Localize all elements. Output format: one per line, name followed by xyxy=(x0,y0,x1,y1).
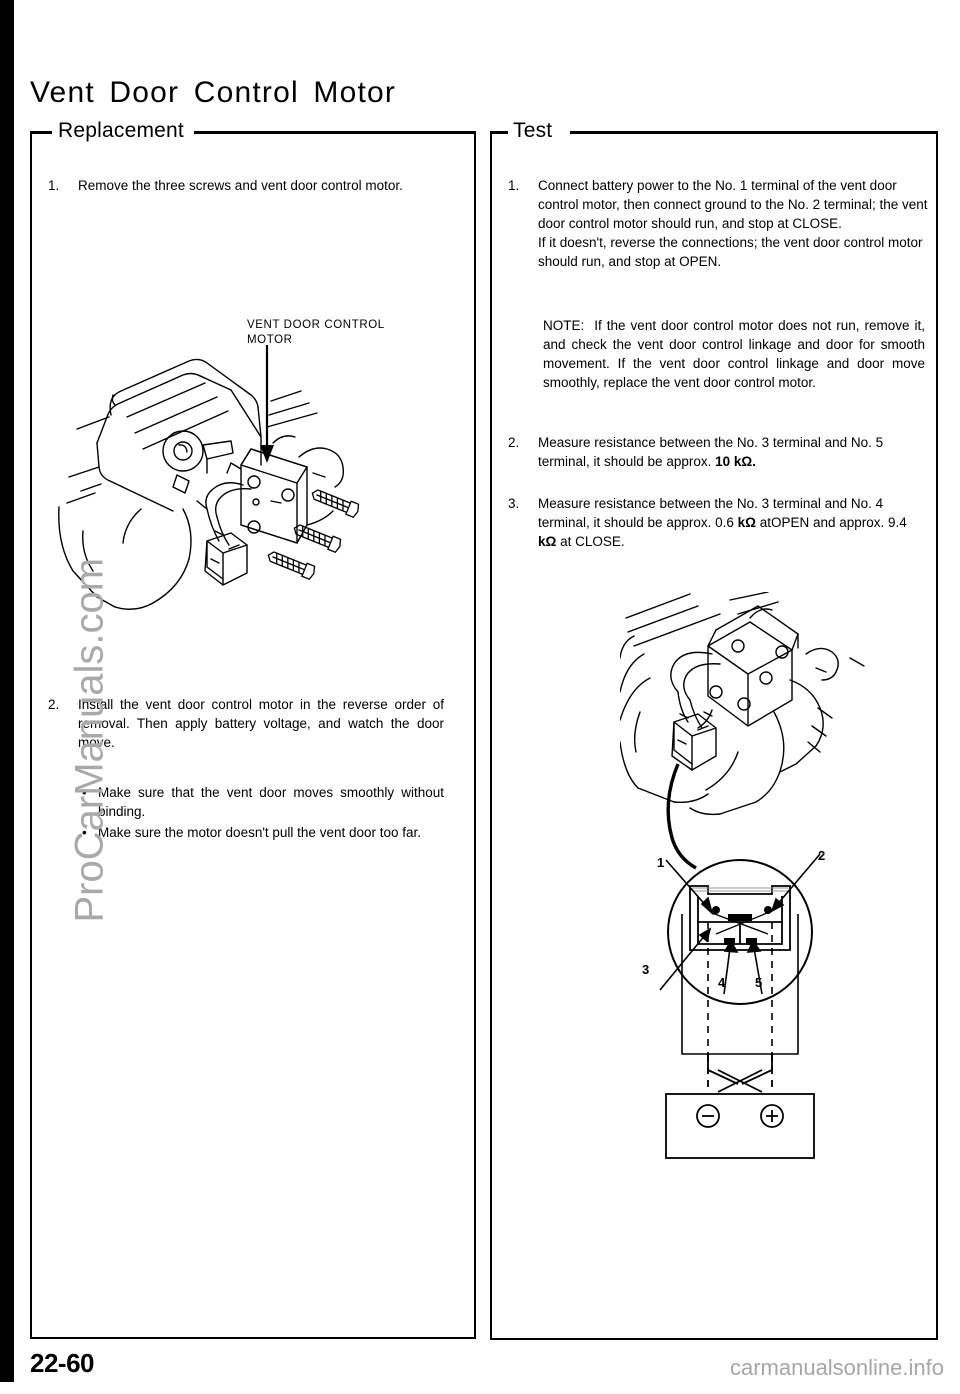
step-text: Connect battery power to the No. 1 termi… xyxy=(538,178,928,231)
replacement-bullet-list: • Make sure that the vent door moves smo… xyxy=(82,783,444,842)
step-text-group: Connect battery power to the No. 1 termi… xyxy=(538,176,928,271)
step-value: 10 kΩ. xyxy=(715,454,756,469)
terminal-label-1: 1 xyxy=(657,855,665,870)
step-text: Install the vent door control motor in t… xyxy=(78,697,444,750)
connector-detail-bubble xyxy=(659,853,821,1055)
test-step-1: 1. Connect battery power to the No. 1 te… xyxy=(508,176,928,271)
step-number: 1. xyxy=(48,178,60,193)
note-text: If the vent door control motor does not … xyxy=(543,318,925,390)
replacement-step-1: 1. Remove the three screws and vent door… xyxy=(48,176,444,195)
step-number: 1. xyxy=(508,178,520,193)
watermark-procarmanuals: ProCarManuals.com xyxy=(67,557,112,923)
note-label: NOTE: xyxy=(543,318,585,333)
watermark-carmanualsonline: carmanualsonline.info xyxy=(729,1355,944,1380)
step-text: Measure resistance between the No. 3 ter… xyxy=(538,435,884,469)
terminal-label-5: 5 xyxy=(755,975,763,990)
callout-leader-arrow xyxy=(260,345,274,463)
panel-top-border-rest-left xyxy=(194,131,474,134)
terminal-label-4: 4 xyxy=(718,975,726,990)
step-value: kΩ xyxy=(737,515,756,530)
replacement-step-2: 2. Install the vent door control motor i… xyxy=(48,695,444,752)
callout-line-1: VENT DOOR CONTROL xyxy=(247,319,385,331)
step-text-alt: If it doesn't, reverse the connections; … xyxy=(538,235,923,269)
replacement-illustration xyxy=(58,345,360,610)
step-text-group: Measure resistance between the No. 3 ter… xyxy=(538,433,928,471)
step-number: 2. xyxy=(508,435,520,450)
step-number: 2. xyxy=(48,697,60,712)
step-text-group: Measure resistance between the No. 3 ter… xyxy=(538,494,928,551)
step-text-post: at CLOSE. xyxy=(556,534,625,549)
bullet-icon: • xyxy=(82,825,87,840)
list-item: • Make sure that the vent door moves smo… xyxy=(82,783,444,821)
panel-top-border-stub-right xyxy=(492,131,508,134)
test-panel xyxy=(490,131,938,1340)
scan-edge-artifact xyxy=(0,0,14,1382)
bullet-text: Make sure the motor doesn't pull the ven… xyxy=(98,825,422,840)
test-step-2: 2. Measure resistance between the No. 3 … xyxy=(508,433,928,471)
step-text: Remove the three screws and vent door co… xyxy=(78,178,403,193)
test-note: NOTE: If the vent door control motor doe… xyxy=(543,316,925,392)
replacement-panel xyxy=(30,131,476,1339)
terminal-label-3: 3 xyxy=(642,962,650,977)
figure-callout-vent-door-control-motor: VENT DOOR CONTROL MOTOR xyxy=(247,318,385,348)
page-title: Vent Door Control Motor xyxy=(30,76,397,109)
step-number: 3. xyxy=(508,496,520,511)
bullet-icon: • xyxy=(82,785,87,800)
step-value-2: kΩ xyxy=(538,534,557,549)
test-illustration xyxy=(620,592,865,1159)
replacement-heading: Replacement xyxy=(52,120,190,141)
list-item: • Make sure the motor doesn't pull the v… xyxy=(82,823,444,842)
test-heading: Test xyxy=(508,120,558,141)
bullet-text: Make sure that the vent door moves smoot… xyxy=(98,785,444,819)
page-number: 22-60 xyxy=(30,1348,95,1378)
panel-top-border-rest-right xyxy=(570,131,936,134)
panel-top-border-stub-left xyxy=(32,131,54,134)
step-text-mid: atOPEN and approx. 9.4 xyxy=(755,515,907,530)
callout-line-2: MOTOR xyxy=(247,334,293,346)
step-text: Measure resistance between the No. 3 ter… xyxy=(538,496,884,530)
terminal-label-2: 2 xyxy=(818,848,826,863)
test-step-3: 3. Measure resistance between the No. 3 … xyxy=(508,494,928,551)
